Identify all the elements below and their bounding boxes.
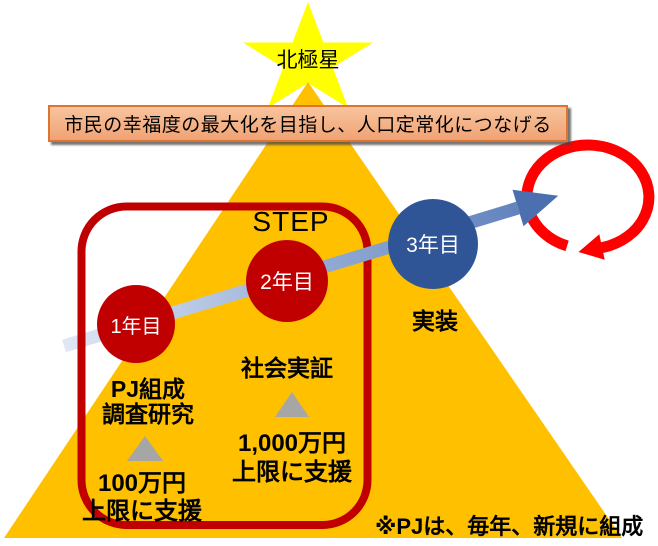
stage2-support-amount: 1,000万円 <box>237 430 347 457</box>
stage-circle-year2: 2年目 <box>246 240 328 322</box>
stage-circle-year3: 3年目 <box>388 199 478 289</box>
stage1-support-amount: 100万円 <box>97 470 187 497</box>
support-triangle-icon <box>127 436 163 461</box>
step-label: STEP <box>252 206 330 237</box>
stage1-activity-line1: PJ組成 <box>110 376 186 402</box>
timeline-arrow-head <box>512 189 559 227</box>
stage-circle-year1: 1年目 <box>97 285 175 363</box>
north-star-icon <box>243 2 373 108</box>
goal-banner: 市民の幸福度の最大化を目指し、人口定常化につなげる <box>48 105 568 142</box>
cycle-arrow-head <box>578 234 605 260</box>
goal-banner-text: 市民の幸福度の最大化を目指し、人口定常化につなげる <box>64 115 552 136</box>
step-frame <box>77 202 372 529</box>
stage1-support: 100万円 上限に支援 <box>82 470 202 526</box>
stage1-activity-line2: 調査研究 <box>102 401 194 427</box>
stage2-support-caption: 上限に支援 <box>232 459 352 486</box>
stage2-activity: 社会実証 <box>241 355 333 381</box>
stage3-activity: 実装 <box>412 308 458 334</box>
stage1-activity: PJ組成 調査研究 <box>102 377 194 427</box>
stage-year-label: 1年目 <box>110 315 162 338</box>
north-star-label: 北極星 <box>276 49 340 72</box>
stage1-support-caption: 上限に支援 <box>82 498 202 525</box>
stage2-support: 1,000万円 上限に支援 <box>232 429 352 487</box>
support-triangle-icon <box>275 392 309 417</box>
stage-year-label: 2年目 <box>260 271 314 294</box>
stage-year-label: 3年目 <box>406 234 460 257</box>
footnote: ※PJは、毎年、新規に組成 <box>375 514 644 539</box>
